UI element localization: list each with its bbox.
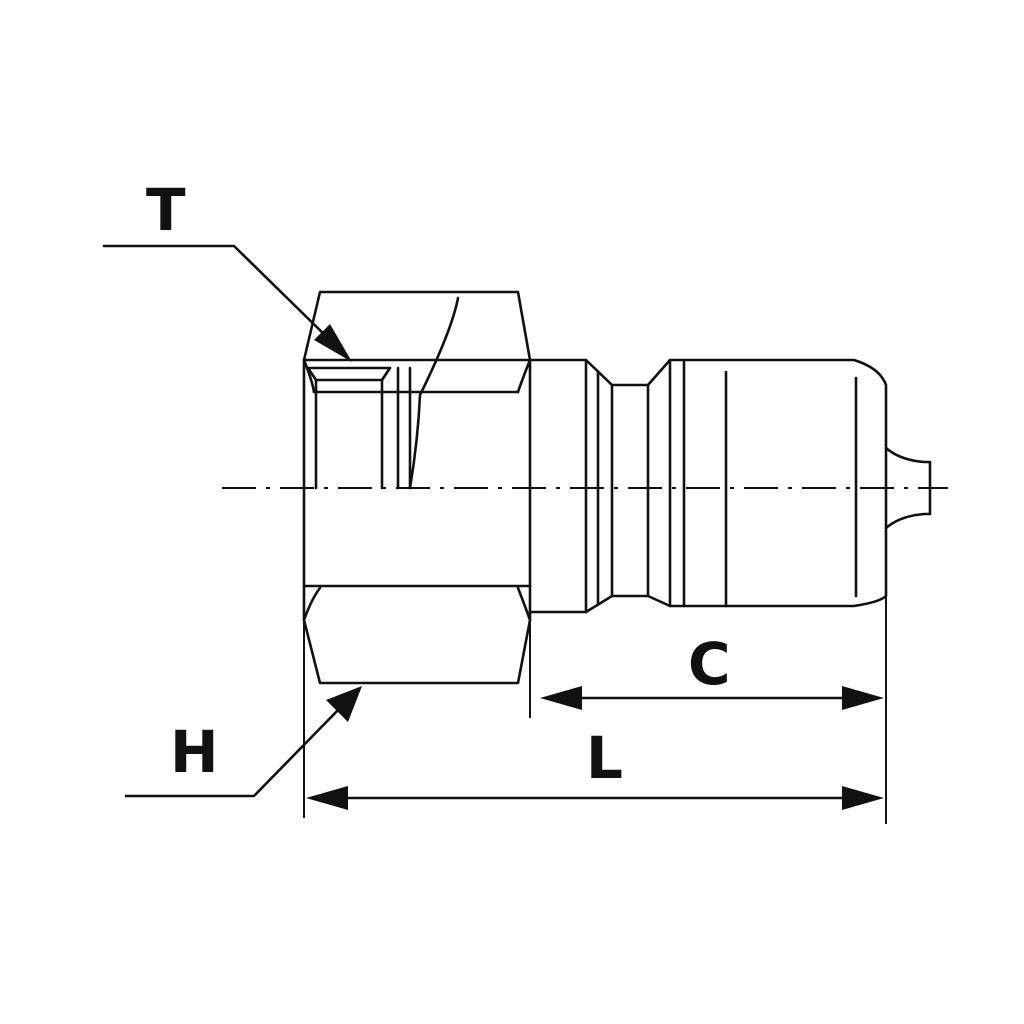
thread-leader (102, 244, 352, 362)
plug-body (528, 358, 888, 718)
dimension-l (303, 620, 884, 818)
thread-label: T (146, 176, 186, 244)
thread-section (306, 296, 460, 490)
hex-leader (124, 686, 362, 798)
valve-poppet (884, 446, 932, 530)
dimension-c (540, 596, 887, 824)
coupling-length-label: C (688, 630, 731, 698)
hex-label: H (170, 718, 219, 786)
hex-nut (302, 290, 532, 685)
overall-length-label: L (586, 724, 623, 792)
